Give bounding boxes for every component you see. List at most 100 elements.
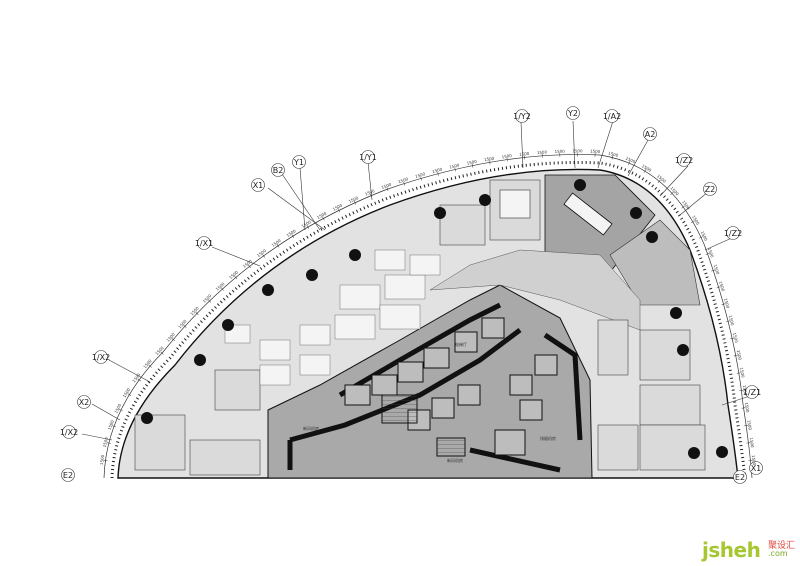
dimension-value: 1500 <box>285 228 297 238</box>
dimension-tick <box>248 264 251 269</box>
dimension-tick <box>195 311 199 316</box>
dimension-value: 1500 <box>749 437 755 448</box>
dimension-value: 1500 <box>466 159 477 166</box>
dimension-tick <box>489 160 491 165</box>
grid-label-text: X2 <box>79 398 90 407</box>
dimension-tick <box>741 407 746 409</box>
dimension-tick <box>736 372 741 374</box>
grid-bubble <box>251 178 265 192</box>
dimension-value: 1500 <box>728 315 735 327</box>
dimension-value: 1500 <box>723 298 731 310</box>
dimension-value: 1500 <box>270 238 282 248</box>
dimension-tick <box>506 157 508 162</box>
dimension-value: 1500 <box>501 153 512 159</box>
dimension-value: 1500 <box>215 281 226 292</box>
grid-label-text: 1/Y2 <box>513 112 531 121</box>
dimension-tick <box>420 176 422 181</box>
grid-label: X1 <box>749 461 763 475</box>
dimension-value: 1500 <box>202 293 213 304</box>
circulation-corridor <box>429 249 641 331</box>
dimension-value: 1500 <box>122 387 132 399</box>
grid-label-text: 1/Z2 <box>675 156 693 165</box>
grid-leader-lines <box>81 120 751 441</box>
grid-bubble <box>643 127 657 141</box>
core-label: 新风机房 <box>447 457 463 463</box>
dimension-value: 1500 <box>700 230 709 242</box>
dimension-tick <box>103 459 108 461</box>
grid-label-text: Y2 <box>567 109 578 118</box>
grid-label-text: A2 <box>645 130 656 139</box>
dimension-value: 1500 <box>742 385 748 396</box>
dimension-tick <box>471 163 474 168</box>
grid-bubble <box>733 470 747 484</box>
core-label: 排烟机房 <box>540 435 556 441</box>
grid-label: B2 <box>271 163 285 177</box>
dimension-value: 1500 <box>554 149 565 154</box>
grid-bubble <box>726 226 740 240</box>
dimension-tick <box>454 167 456 172</box>
grid-bubble <box>197 236 211 250</box>
dimension-value: 1500 <box>746 420 752 431</box>
grid-label-text: 1/A2 <box>603 112 621 121</box>
dimension-value: 1500 <box>537 149 548 155</box>
grid-bubble <box>94 350 108 364</box>
dimension-tick <box>739 389 744 391</box>
dimension-value: 1500 <box>681 199 691 211</box>
grid-bubble <box>61 468 75 482</box>
dimension-ticks: 1500150015001500150015001500150015001500… <box>99 148 757 465</box>
dimension-value: 1500 <box>332 203 344 212</box>
dimension-value: 1500 <box>707 247 715 259</box>
dimension-value: 1500 <box>189 305 200 316</box>
dimension-line <box>103 154 753 479</box>
grid-label-text: 1/Z2 <box>724 229 742 238</box>
dimension-tick <box>726 320 731 322</box>
dimension-value: 1500 <box>718 281 726 293</box>
grid-label: 1/Y2 <box>513 109 531 123</box>
dimension-value: 1500 <box>625 156 637 165</box>
grid-bubble <box>566 106 580 120</box>
dimension-value: 1500 <box>316 211 328 220</box>
dimension-value: 1500 <box>165 331 176 342</box>
dimension-tick <box>716 286 721 289</box>
boardroom-table <box>563 192 613 236</box>
grid-bubble <box>515 109 529 123</box>
dimension-tick <box>220 287 224 291</box>
dimension-tick <box>370 193 373 198</box>
meeting-table <box>499 189 531 219</box>
dimension-tick <box>705 252 710 255</box>
dimension-tick <box>711 269 716 272</box>
grid-bubble <box>605 109 619 123</box>
dimension-tick <box>148 364 152 368</box>
dimension-tick <box>160 351 164 355</box>
dimension-tick <box>234 275 238 280</box>
stairwell <box>436 437 466 457</box>
dimension-value: 1500 <box>228 269 239 280</box>
dimension-value: 1500 <box>177 318 188 329</box>
dimension-tick <box>730 337 735 340</box>
dimension-tick <box>611 155 614 160</box>
grid-label: A2 <box>643 127 657 141</box>
dimension-tick <box>276 243 280 248</box>
dimension-value: 1500 <box>256 248 268 258</box>
dimension-value: 1500 <box>364 188 376 197</box>
dimension-value: 1500 <box>691 214 701 226</box>
grid-label-text: E2 <box>63 471 73 480</box>
dimension-tick <box>119 408 123 412</box>
dimension-value: 1500 <box>242 258 253 268</box>
grid-label: 1/Z1 <box>743 385 761 399</box>
grid-bubble <box>677 153 691 167</box>
dimension-tick <box>643 169 647 173</box>
grid-label-text: 1/X2 <box>92 353 110 362</box>
grid-label-text: 1/X2 <box>60 428 78 437</box>
dimension-value: 1500 <box>381 182 393 190</box>
watermark-cn: 聚设汇 <box>768 541 796 551</box>
dimension-value: 1500 <box>572 148 583 153</box>
grid-bubble <box>62 425 76 439</box>
grid-bubble <box>292 155 306 169</box>
dimension-tick <box>322 216 325 221</box>
stairwell <box>381 394 418 424</box>
dimension-value: 1500 <box>142 358 153 369</box>
grid-bubble <box>703 182 717 196</box>
dimension-value: 1500 <box>713 264 721 276</box>
